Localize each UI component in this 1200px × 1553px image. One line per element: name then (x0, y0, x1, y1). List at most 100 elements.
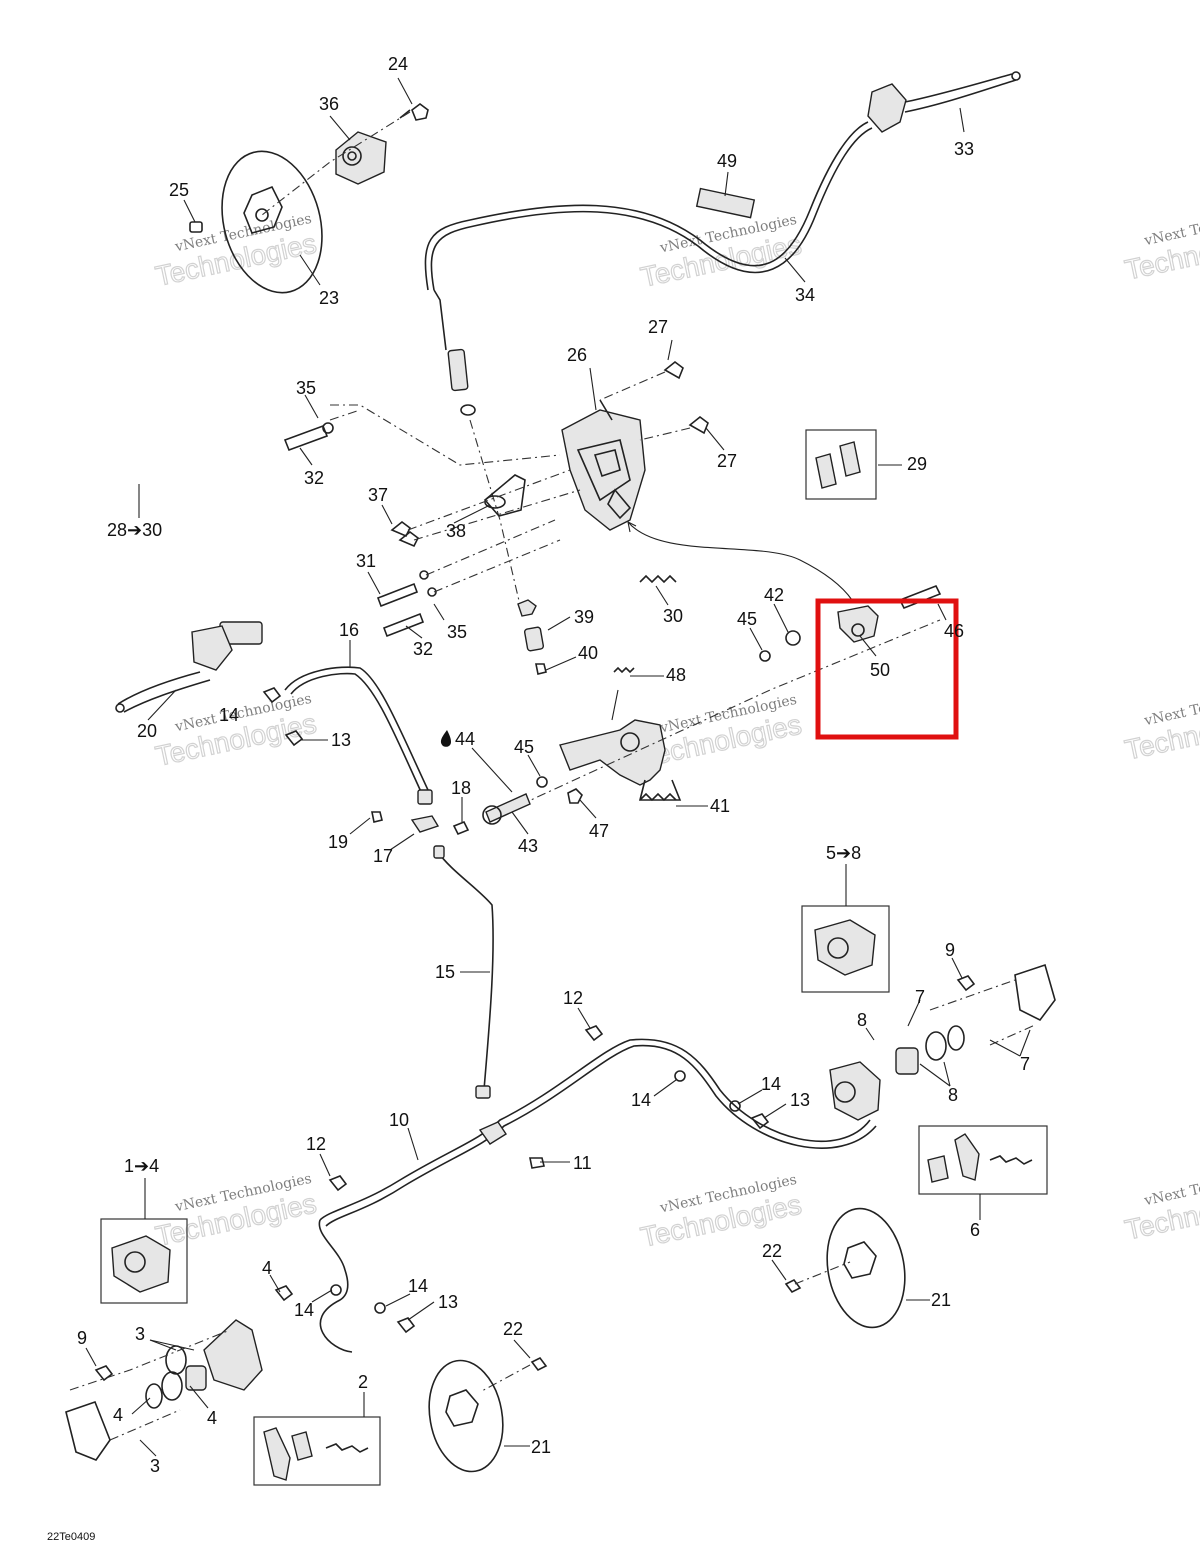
callout-46: 46 (944, 621, 964, 641)
callout-34: 34 (795, 285, 815, 305)
callout-20: 20 (137, 721, 157, 741)
pad-kit-2 (253, 1416, 381, 1486)
callout-8-bottom: 8 (948, 1085, 958, 1105)
nut-12-bottom (328, 1175, 348, 1192)
callout-7-top: 7 (915, 987, 925, 1007)
fitting-13-14-top (262, 687, 304, 747)
callout-7-right: 7 (1020, 1054, 1030, 1074)
leader-lines (85, 77, 1031, 1457)
callout-33: 33 (954, 139, 974, 159)
callout-1-4: 1➔4 (124, 1156, 159, 1176)
callout-23: 23 (319, 288, 339, 308)
washer-14d (374, 1302, 386, 1314)
brake-cable-34 (424, 121, 873, 291)
callout-2: 2 (358, 1372, 368, 1392)
callout-21-bottom: 21 (531, 1437, 551, 1457)
callout-labels: 24 36 25 23 49 33 34 27 27 26 35 32 29 2… (77, 54, 1030, 1476)
callout-11: 11 (573, 1153, 592, 1173)
callout-13-right: 13 (790, 1090, 810, 1110)
banjo-17 (371, 811, 470, 836)
callout-39: 39 (574, 607, 594, 627)
bolts-31-32 (376, 519, 561, 638)
callout-26: 26 (567, 345, 587, 365)
brake-line-15 (433, 845, 494, 1099)
nut-47 (567, 788, 583, 804)
bolt-13b (396, 1317, 416, 1334)
handlebar-lever-33 (867, 71, 1021, 133)
washer-14c (330, 1284, 342, 1296)
front-brake-disc-top (221, 150, 323, 294)
pin-43 (482, 793, 531, 825)
callout-27-bottom: 27 (717, 451, 737, 471)
callout-27-top: 27 (648, 317, 668, 337)
callout-4-top: 4 (262, 1258, 272, 1278)
bolts-37 (390, 469, 581, 548)
pad-kit-29 (805, 429, 877, 500)
callout-35-bottom: 35 (447, 622, 467, 642)
callout-36: 36 (319, 94, 339, 114)
callout-15: 15 (435, 962, 455, 982)
callout-25: 25 (169, 180, 189, 200)
callout-21-right: 21 (931, 1290, 951, 1310)
callout-29: 29 (907, 454, 927, 474)
screw-25 (189, 221, 203, 233)
switch-bracket-50 (837, 584, 942, 643)
brake-pedal-41 (559, 719, 682, 802)
callout-41: 41 (710, 796, 730, 816)
callout-4-left: 4 (113, 1405, 123, 1425)
callout-13-top: 13 (331, 730, 351, 750)
washer-14b (729, 1100, 741, 1112)
callout-3-top: 3 (135, 1324, 145, 1344)
callout-35-top: 35 (296, 378, 316, 398)
rear-disc-bottom (428, 1356, 548, 1473)
callout-14-top: 14 (219, 705, 239, 725)
hub-flange-36 (335, 131, 387, 185)
callout-12-bottom: 12 (306, 1134, 326, 1154)
hardware-9-4 (94, 975, 976, 1382)
front-disc-right (784, 1207, 906, 1329)
callout-45-left: 45 (514, 737, 534, 757)
callout-9-right: 9 (945, 940, 955, 960)
callout-28-30: 28➔30 (107, 520, 162, 540)
callout-37: 37 (368, 485, 388, 505)
callout-5-8: 5➔8 (826, 843, 861, 863)
callout-44: 44 (455, 729, 475, 749)
control-rod (433, 289, 547, 675)
highlight-box (815, 598, 959, 740)
master-cylinder-26 (561, 399, 646, 531)
callout-14-right: 14 (761, 1074, 781, 1094)
callout-18: 18 (451, 778, 471, 798)
callout-24: 24 (388, 54, 408, 74)
washer-45-right (759, 650, 771, 662)
brake-line-10 (318, 1038, 877, 1353)
callout-40: 40 (578, 643, 598, 663)
callout-22-right: 22 (762, 1241, 782, 1261)
callout-14-mid: 14 (631, 1090, 651, 1110)
callout-14-bottom-left: 14 (294, 1300, 314, 1320)
callout-17: 17 (373, 846, 393, 866)
hand-master-cylinder-20 (115, 621, 263, 713)
bolt-24 (399, 103, 429, 121)
callout-30: 30 (663, 606, 683, 626)
bolt-13 (750, 1113, 770, 1130)
spring-48 (611, 666, 635, 721)
callout-32-top: 32 (304, 468, 324, 488)
callout-3-bottom: 3 (150, 1456, 160, 1476)
callout-22-bottom: 22 (503, 1319, 523, 1339)
right-caliper (829, 963, 1056, 1121)
callout-32-bottom: 32 (413, 639, 433, 659)
pad-kit-6 (918, 1125, 1048, 1195)
callout-38: 38 (446, 521, 466, 541)
callout-16: 16 (339, 620, 359, 640)
callout-50: 50 (870, 660, 890, 680)
callout-13-bottom: 13 (438, 1292, 458, 1312)
callout-47: 47 (589, 821, 609, 841)
callout-14-bottom-right: 14 (408, 1276, 428, 1296)
bracket-38 (483, 474, 526, 517)
bolt-32-top (283, 422, 334, 452)
caliper-kit-5-8 (801, 905, 890, 993)
left-caliper (65, 1319, 263, 1461)
washer-42 (785, 630, 801, 646)
spring-30 (639, 574, 677, 584)
